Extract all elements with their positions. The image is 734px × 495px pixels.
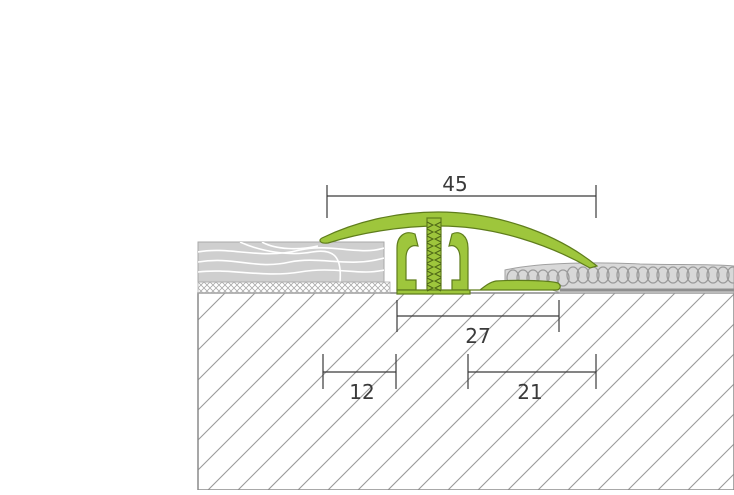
- transition-profile: [319, 211, 599, 295]
- carpet: [504, 262, 734, 294]
- substrate: [197, 292, 734, 491]
- dimension-label-45: 45: [442, 172, 467, 196]
- dimension-right: [467, 354, 597, 389]
- screw-thread: [426, 221, 442, 292]
- wood-board: [197, 241, 391, 294]
- dimension-label-12: 12: [349, 380, 374, 404]
- dimension-left: [322, 354, 397, 389]
- dimension-top: [326, 185, 597, 218]
- dimension-label-21: 21: [517, 380, 542, 404]
- dimension-label-27: 27: [465, 324, 490, 348]
- dimension-base: [396, 300, 560, 332]
